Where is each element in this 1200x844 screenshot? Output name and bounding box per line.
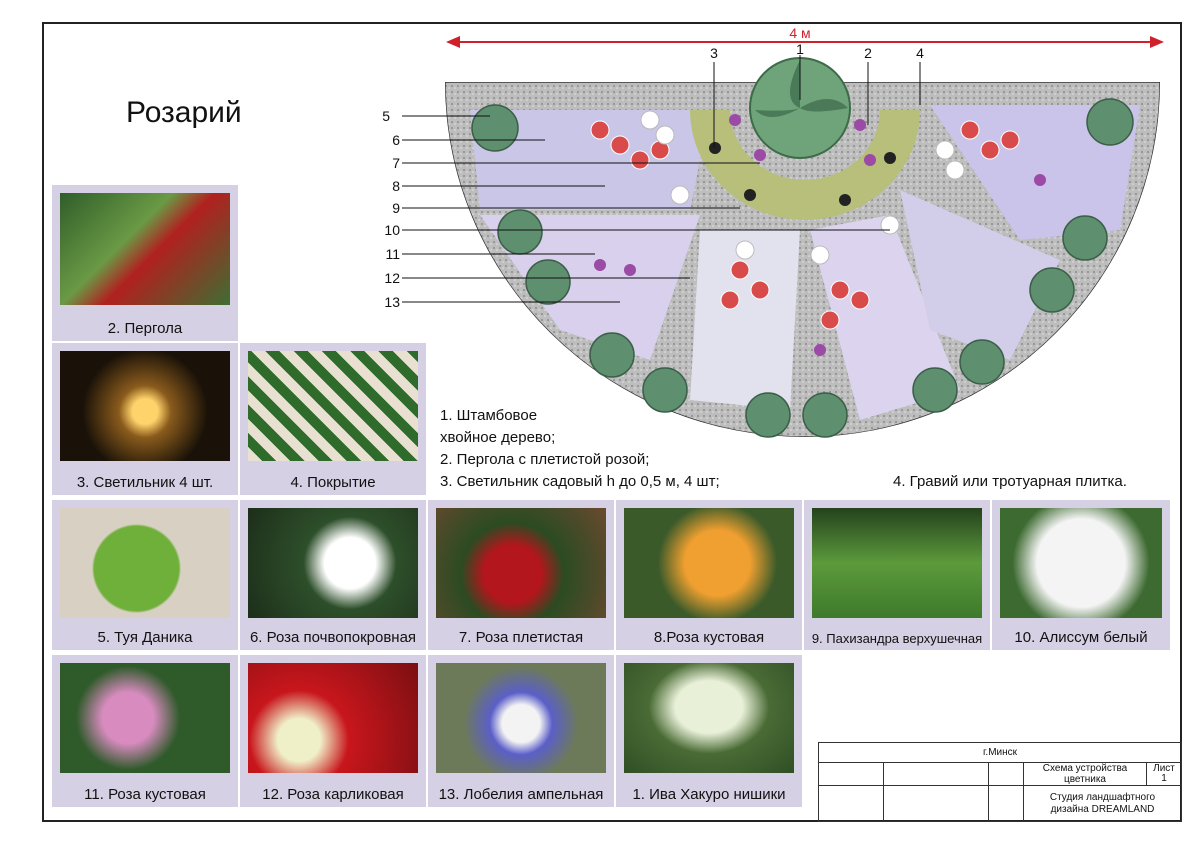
tile-climbing-rose: 7. Роза плетистая (428, 500, 614, 650)
lobelia-basket-photo (436, 663, 606, 773)
groundcover-rose-photo (248, 508, 418, 618)
pachysandra-photo (812, 508, 982, 618)
legend-1b: хвойное дерево; (440, 429, 556, 446)
bed-sector (810, 215, 960, 420)
drawing-frame (42, 22, 1182, 822)
stamp-studio-b: дизайна DREAMLAND (1050, 803, 1155, 815)
willow-photo (624, 663, 794, 773)
climbing-rose-photo (436, 508, 606, 618)
tile-pachysandra: 9. Пахизандра верхушечная (804, 500, 990, 650)
stamp-scheme: Схема устройства цветника (1023, 762, 1147, 786)
svg-text:5: 5 (382, 108, 390, 124)
tile-groundcover-rose: 6. Роза почвопокровная (240, 500, 426, 650)
callout-leaders (402, 55, 921, 303)
tile-pergola: 2. Пергола (52, 185, 238, 341)
tile-willow: 1. Ива Хакуро нишики (616, 655, 802, 807)
alyssum-photo (1000, 508, 1162, 618)
dwarf-rose-photo (248, 663, 418, 773)
stamp-studio-a: Студия ландшафтного (1049, 791, 1156, 803)
stamp-sheet-label: Лист (1153, 763, 1175, 774)
tile-alyssum: 10. Алиссум белый (992, 500, 1170, 650)
stamp-sheet-no: 1 (1161, 773, 1167, 784)
pergola-roses-photo (60, 193, 230, 305)
bed-sector (930, 105, 1140, 240)
svg-text:2: 2 (864, 45, 872, 61)
svg-text:6: 6 (392, 132, 400, 148)
page-title: Розарий (126, 96, 242, 129)
svg-text:1: 1 (796, 41, 804, 57)
tile-lobelia: 13. Лобелия ампельная (428, 655, 614, 807)
dimension-arrow: 4 м (446, 25, 1164, 48)
legend-3: 3. Светильник садовый h до 0,5 м, 4 шт; (440, 473, 720, 490)
svg-text:12: 12 (384, 270, 400, 286)
legend-2: 2. Пергола с плетистой розой; (440, 451, 650, 468)
dimension-label: 4 м (789, 25, 810, 41)
pink-rose-photo (60, 663, 230, 773)
tile-thuja: 5. Туя Даника (52, 500, 238, 650)
stamp-city: г.Минск (818, 742, 1182, 763)
svg-text:9: 9 (392, 200, 400, 216)
tile-lights: 3. Светильник 4 шт. (52, 343, 238, 495)
bed-sector (480, 215, 700, 360)
svg-text:11: 11 (385, 246, 400, 262)
tile-dwarf-rose: 12. Роза карликовая (240, 655, 426, 807)
svg-text:4: 4 (916, 45, 924, 61)
tile-pink-rose: 11. Роза кустовая (52, 655, 238, 807)
thuja-shrubs (471, 98, 1134, 438)
legend-4: 4. Гравий или тротуарная плитка. (893, 473, 1127, 490)
bed-sector (470, 110, 710, 210)
svg-text:10: 10 (384, 222, 400, 238)
thuja-photo (60, 508, 230, 618)
orange-rose-photo (624, 508, 794, 618)
tile-paving: 4. Покрытие (240, 343, 426, 495)
callout-numbers: 5 6 7 8 9 10 11 12 13 3 1 2 4 (382, 41, 924, 310)
garden-lights-photo (60, 351, 230, 461)
tile-orange-rose: 8.Роза кустовая (616, 500, 802, 650)
paving-photo (248, 351, 418, 461)
bed-sector (900, 190, 1060, 360)
svg-text:7: 7 (392, 155, 400, 171)
svg-text:8: 8 (392, 178, 400, 194)
bed-sector (690, 230, 800, 410)
legend: 1. Штамбовое хвойное дерево; 2. Пергола … (440, 405, 720, 493)
svg-text:3: 3 (710, 45, 718, 61)
legend-1a: 1. Штамбовое (440, 407, 538, 424)
svg-text:13: 13 (384, 294, 400, 310)
